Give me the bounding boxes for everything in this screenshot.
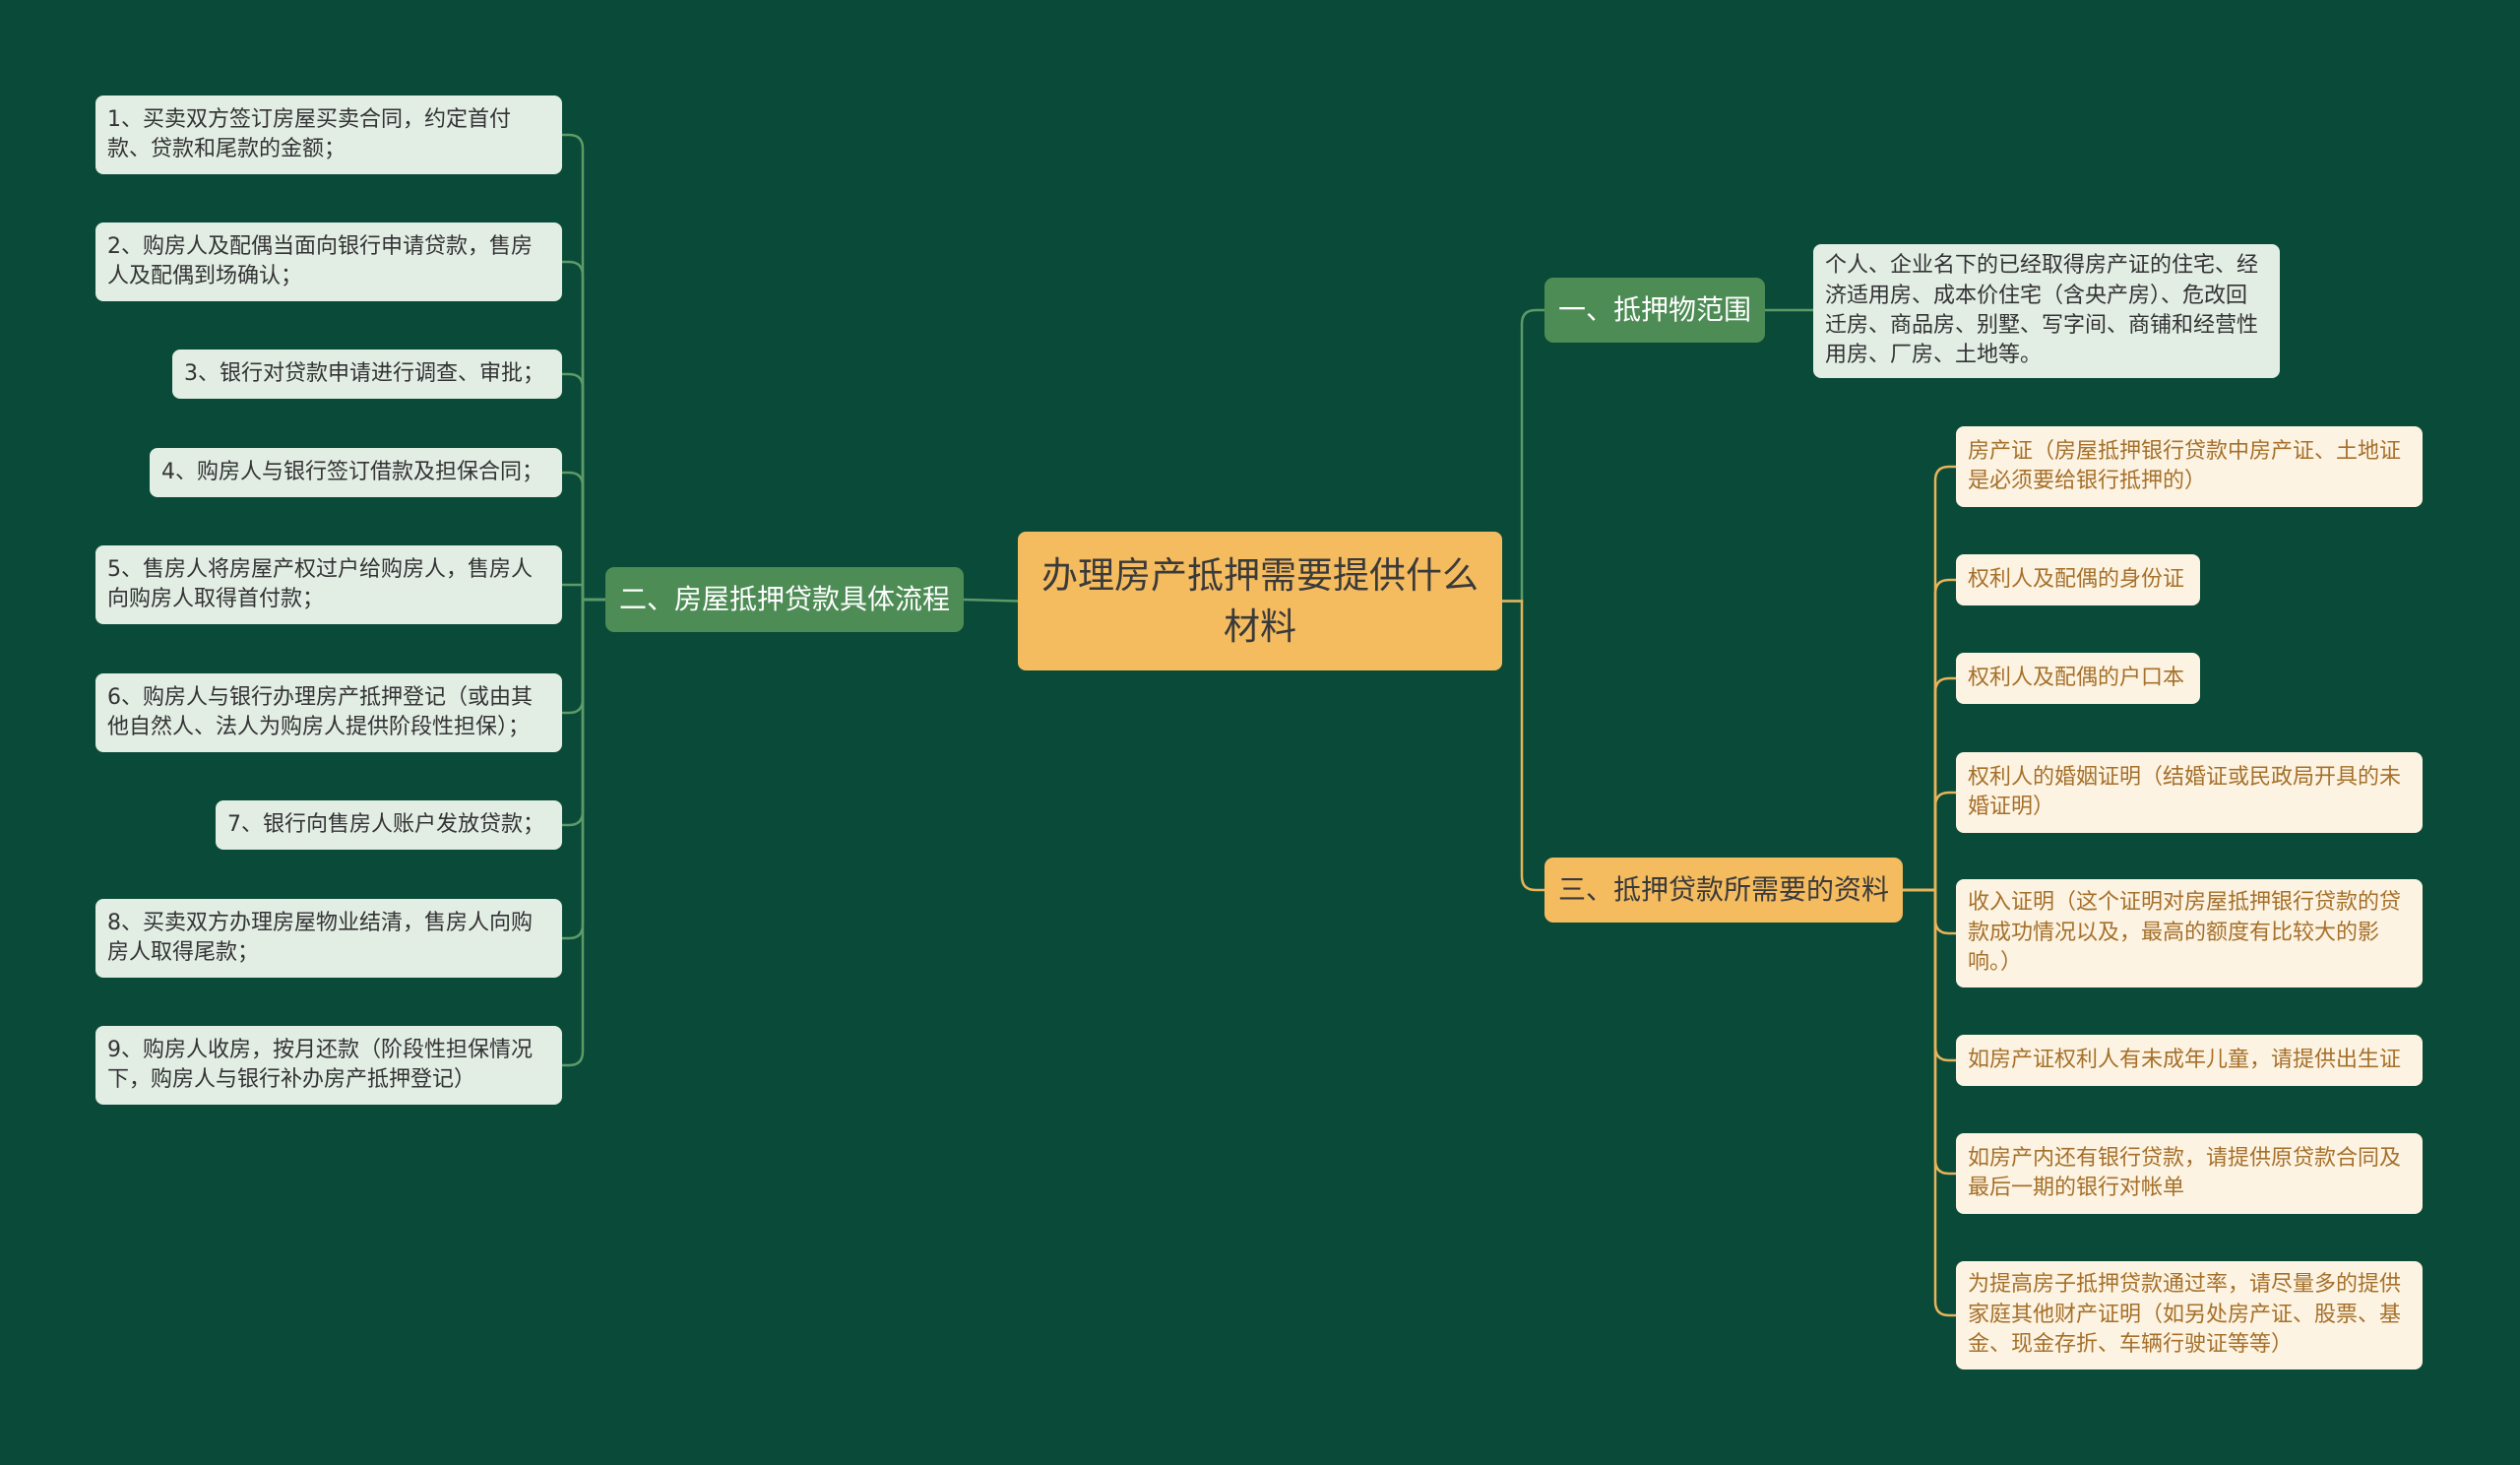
line-branch3-doc-8 xyxy=(1903,888,1956,1317)
process-step-5[interactable]: 5、售房人将房屋产权过户给购房人，售房人向购房人取得首付款； xyxy=(95,545,562,624)
root-topic[interactable]: 办理房产抵押需要提供什么材料 xyxy=(1018,532,1502,670)
line-root-branch3-1 xyxy=(1502,600,1544,892)
document-item-8[interactable]: 为提高房子抵押贷款通过率，请尽量多的提供家庭其他财产证明（如另处房产证、股票、基… xyxy=(1956,1261,2423,1369)
line-branch2-step-3 xyxy=(562,372,605,602)
branch-loan-process[interactable]: 二、房屋抵押贷款具体流程 xyxy=(605,567,965,632)
document-item-5[interactable]: 收入证明（这个证明对房屋抵押银行贷款的贷款成功情况以及，最高的额度有比较大的影响… xyxy=(1956,879,2423,987)
line-branch3-doc-5 xyxy=(1903,888,1956,935)
branch-collateral-scope[interactable]: 一、抵押物范围 xyxy=(1544,278,1766,343)
line-branch2-step-5 xyxy=(562,583,605,602)
line-root-branch2 xyxy=(963,598,1019,603)
document-item-6[interactable]: 如房产证权利人有未成年儿童，请提供出生证 xyxy=(1956,1035,2423,1086)
document-item-2[interactable]: 权利人及配偶的身份证 xyxy=(1956,554,2200,605)
line-branch3-doc-6 xyxy=(1903,888,1956,1062)
process-step-9[interactable]: 9、购房人收房，按月还款（阶段性担保情况下，购房人与银行补办房产抵押登记） xyxy=(95,1026,562,1105)
line-branch2-step-9 xyxy=(562,598,605,1067)
document-item-3[interactable]: 权利人及配偶的户口本 xyxy=(1956,653,2200,704)
line-branch3-doc-2 xyxy=(1903,578,1956,892)
line-branch3-doc-1 xyxy=(1903,465,1956,892)
line-root-branch1-1 xyxy=(1502,308,1544,603)
process-step-3[interactable]: 3、银行对贷款申请进行调查、审批； xyxy=(172,350,562,399)
document-item-4[interactable]: 权利人的婚姻证明（结婚证或民政局开具的未婚证明） xyxy=(1956,752,2423,833)
process-step-4[interactable]: 4、购房人与银行签订借款及担保合同； xyxy=(150,448,562,497)
process-step-1[interactable]: 1、买卖双方签订房屋买卖合同，约定首付款、贷款和尾款的金额； xyxy=(95,96,562,174)
line-branch2-step-2 xyxy=(562,260,605,602)
document-item-1[interactable]: 房产证（房屋抵押银行贷款中房产证、土地证是必须要给银行抵押的） xyxy=(1956,426,2423,507)
process-step-8[interactable]: 8、买卖双方办理房屋物业结清，售房人向购房人取得尾款； xyxy=(95,899,562,978)
branch-required-documents[interactable]: 三、抵押贷款所需要的资料 xyxy=(1544,858,1904,923)
leaf-collateral-scope[interactable]: 个人、企业名下的已经取得房产证的住宅、经济适用房、成本价住宅（含央产房）、危改回… xyxy=(1813,244,2280,378)
line-branch3-doc-3 xyxy=(1903,676,1956,892)
line-branch3-doc-4 xyxy=(1903,791,1956,892)
process-step-6[interactable]: 6、购房人与银行办理房产抵押登记（或由其他自然人、法人为购房人提供阶段性担保）； xyxy=(95,673,562,752)
process-step-2[interactable]: 2、购房人及配偶当面向银行申请贷款，售房人及配偶到场确认； xyxy=(95,223,562,301)
process-step-7[interactable]: 7、银行向售房人账户发放贷款； xyxy=(216,800,562,850)
line-branch2-step-4 xyxy=(562,471,605,602)
line-branch2-step-1 xyxy=(562,133,605,602)
document-item-7[interactable]: 如房产内还有银行贷款，请提供原贷款合同及最后一期的银行对帐单 xyxy=(1956,1133,2423,1214)
